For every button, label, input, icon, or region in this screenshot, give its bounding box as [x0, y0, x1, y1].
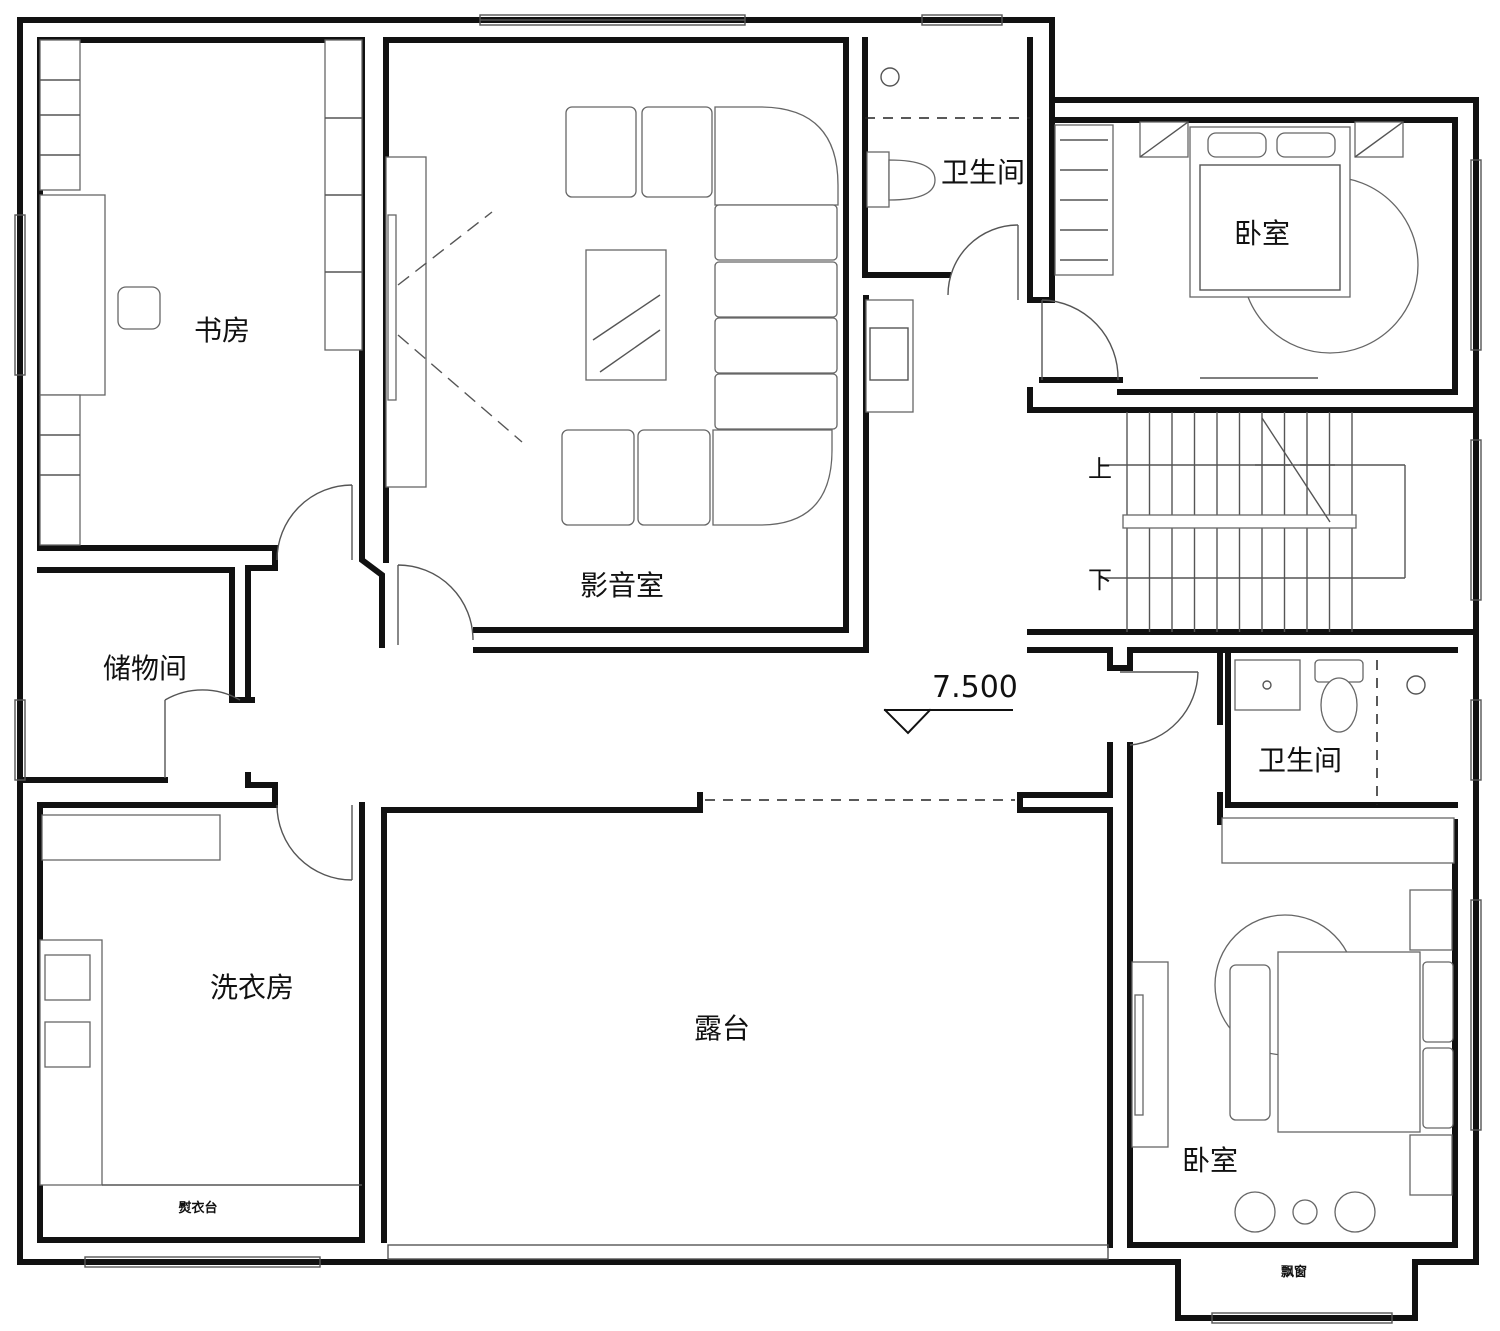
staircase: [1100, 412, 1406, 632]
level-value: 7.500: [932, 670, 1018, 705]
theater-furniture: [385, 106, 839, 526]
wardrobe-icon: [1221, 817, 1455, 864]
nightstand-icon: [1409, 889, 1453, 951]
study-furniture: [39, 39, 363, 546]
label-bedroom-top: 卧室: [1234, 217, 1290, 250]
level-marker: 7.500: [883, 670, 1018, 735]
bath-right-fixtures: [1234, 659, 1426, 805]
label-theater: 影音室: [580, 569, 664, 602]
dryer-icon: [44, 1021, 91, 1068]
label-stairs-up: 上: [1088, 455, 1112, 483]
drain-icon: [880, 67, 900, 87]
bath-top-fixtures: [865, 67, 1030, 413]
label-bedroom-bottom: 卧室: [1182, 1144, 1238, 1177]
label-bath-top: 卫生间: [941, 156, 1025, 189]
washer-icon: [44, 954, 91, 1001]
wardrobe-icon: [41, 814, 221, 861]
label-study: 书房: [194, 314, 250, 347]
sink-icon: [865, 299, 914, 413]
drain-icon: [1406, 675, 1426, 695]
laundry-furniture: [39, 814, 362, 1186]
sink-icon: [1234, 659, 1301, 711]
toilet-icon: [1320, 677, 1358, 733]
label-stairs-down: 下: [1088, 566, 1112, 594]
toilet-icon: [888, 159, 936, 201]
bedroom-top-furniture: [1054, 121, 1419, 379]
chair-icon: [117, 286, 161, 330]
windows: [14, 14, 1482, 1324]
interior-walls: [22, 37, 1479, 1248]
label-laundry: 洗衣房: [210, 971, 294, 1004]
label-bath-right: 卫生间: [1258, 744, 1342, 777]
doors: [164, 224, 1199, 881]
label-terrace: 露台: [694, 1012, 750, 1045]
bedroom-bottom-furniture: [1131, 817, 1455, 1233]
label-storage: 储物间: [103, 652, 187, 685]
label-bay-window: 飘窗: [1281, 1264, 1307, 1280]
bed-icon: [1277, 951, 1421, 1133]
nightstand-icon: [1409, 1134, 1453, 1196]
label-ironing: 熨衣台: [178, 1200, 217, 1216]
room-labels: 书房 影音室 卫生间 卧室 储物间 卫生间 洗衣房 露台 卧室 熨衣台 飘窗 上…: [103, 156, 1342, 1280]
